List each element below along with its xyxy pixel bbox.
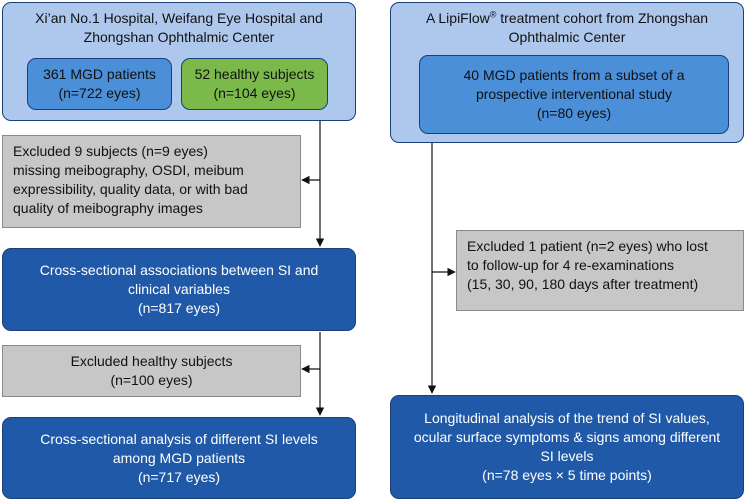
left-source-line1: Xi’an No.1 Hospital, Weifang Eye Hospita…	[35, 10, 323, 26]
exclusion-1-line: missing meibography, OSDI, meibum	[13, 162, 244, 178]
healthy-subjects-box: 52 healthy subjects (n=104 eyes)	[181, 58, 328, 110]
cross-associations-line: Cross-sectional associations between SI …	[39, 262, 319, 278]
exclusion-1-line: quality of meibography images	[13, 200, 203, 216]
cross-sectional-associations-box: Cross-sectional associations between SI …	[2, 248, 356, 331]
right-exclusion-line: Excluded 1 patient (n=2 eyes) who lost	[467, 238, 708, 254]
longitudinal-count: (n=78 eyes × 5 time points)	[482, 467, 652, 483]
exclusion-1-line: Excluded 9 subjects (n=9 eyes)	[13, 143, 208, 159]
exclusion-2-count: (n=100 eyes)	[110, 372, 193, 388]
cross-associations-count: (n=817 eyes)	[137, 300, 221, 316]
longitudinal-line: Longitudinal analysis of the trend of SI…	[424, 410, 710, 426]
longitudinal-line: ocular surface symptoms & signs among di…	[413, 429, 721, 445]
lipiflow-patients-line: 40 MGD patients from a subset of a	[463, 67, 685, 83]
mgd-patients-count: 361 MGD patients	[43, 66, 156, 82]
cross-analysis-count: (n=717 eyes)	[137, 468, 221, 485]
cross-analysis-line: among MGD patients	[112, 449, 246, 466]
left-exclusion-2-box: Excluded healthy subjects (n=100 eyes)	[2, 345, 301, 397]
mgd-patients-eyes: (n=722 eyes)	[58, 85, 141, 101]
cross-sectional-analysis-box: Cross-sectional analysis of different SI…	[2, 417, 356, 499]
healthy-subjects-count: 52 healthy subjects	[194, 66, 315, 82]
lipiflow-patients-box: 40 MGD patients from a subset of a prosp…	[419, 55, 729, 134]
left-source-line2: Zhongshan Ophthalmic Center	[83, 29, 275, 45]
cross-analysis-line: Cross-sectional analysis of different SI…	[40, 430, 318, 447]
lipiflow-patients-line: prospective interventional study	[475, 86, 673, 102]
cross-associations-line: clinical variables	[128, 281, 230, 297]
right-source-line1: A LipiFlow® treatment cohort from Zhongs…	[425, 9, 709, 26]
exclusion-1-line: expressibility, quality data, or with ba…	[13, 181, 248, 197]
right-source-line2: Ophthalmic Center	[508, 29, 626, 45]
left-exclusion-1-box: Excluded 9 subjects (n=9 eyes) missing m…	[2, 135, 301, 228]
longitudinal-analysis-box: Longitudinal analysis of the trend of SI…	[390, 395, 744, 499]
exclusion-2-line: Excluded healthy subjects	[70, 353, 233, 369]
longitudinal-line: SI levels	[540, 448, 594, 464]
right-exclusion-line: to follow-up for 4 re-examinations	[467, 257, 674, 273]
right-exclusion-box: Excluded 1 patient (n=2 eyes) who lost t…	[456, 230, 744, 311]
lipiflow-patients-count: (n=80 eyes)	[536, 105, 612, 121]
mgd-patients-box: 361 MGD patients (n=722 eyes)	[27, 58, 172, 110]
healthy-subjects-eyes: (n=104 eyes)	[213, 85, 296, 101]
right-exclusion-line: (15, 30, 90, 180 days after treatment)	[467, 276, 699, 292]
